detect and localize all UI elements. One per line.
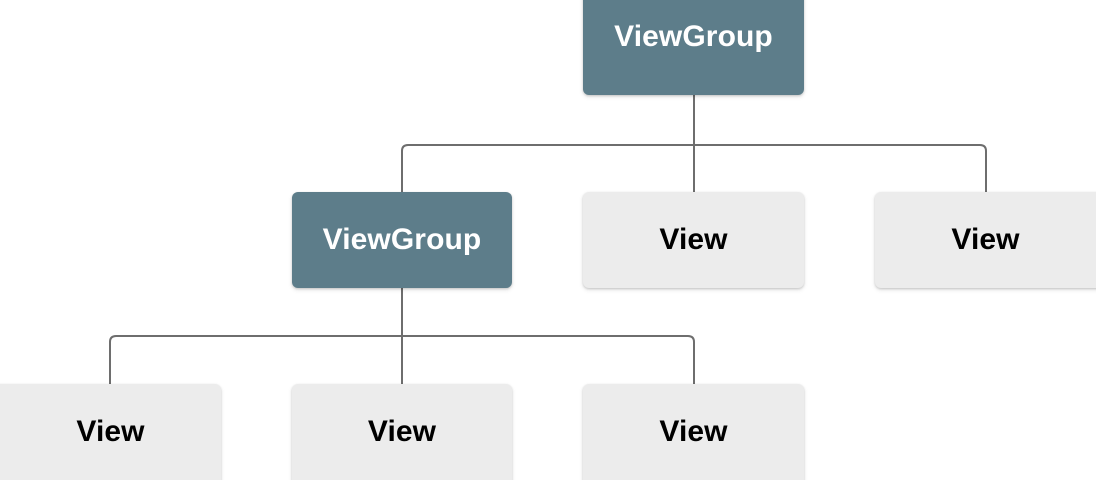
node-label: ViewGroup [322, 223, 482, 256]
edge-viewgroup2-to-view-r3c3 [402, 335, 695, 384]
node-label: View [659, 415, 728, 448]
node-view-row2-col2[interactable]: View [583, 192, 804, 288]
node-view-row3-col2[interactable]: View [292, 384, 512, 480]
node-view-row3-col1[interactable]: View [0, 384, 221, 480]
node-label: View [659, 223, 728, 256]
node-label: View [951, 223, 1020, 256]
node-label: View [76, 415, 145, 448]
node-label: ViewGroup [614, 19, 773, 53]
node-label: View [367, 415, 437, 448]
node-view-row3-col3[interactable]: View [583, 384, 804, 480]
node-view-row2-col3[interactable]: View [875, 192, 1096, 288]
node-viewgroup-root[interactable]: ViewGroup [583, 0, 804, 95]
edge-root-to-viewgroup2 [401, 144, 694, 192]
edge-viewgroup2-to-view-r3c1 [109, 335, 402, 384]
node-viewgroup-level2[interactable]: ViewGroup [292, 192, 512, 288]
edge-root-to-view-r2c3 [694, 144, 987, 192]
